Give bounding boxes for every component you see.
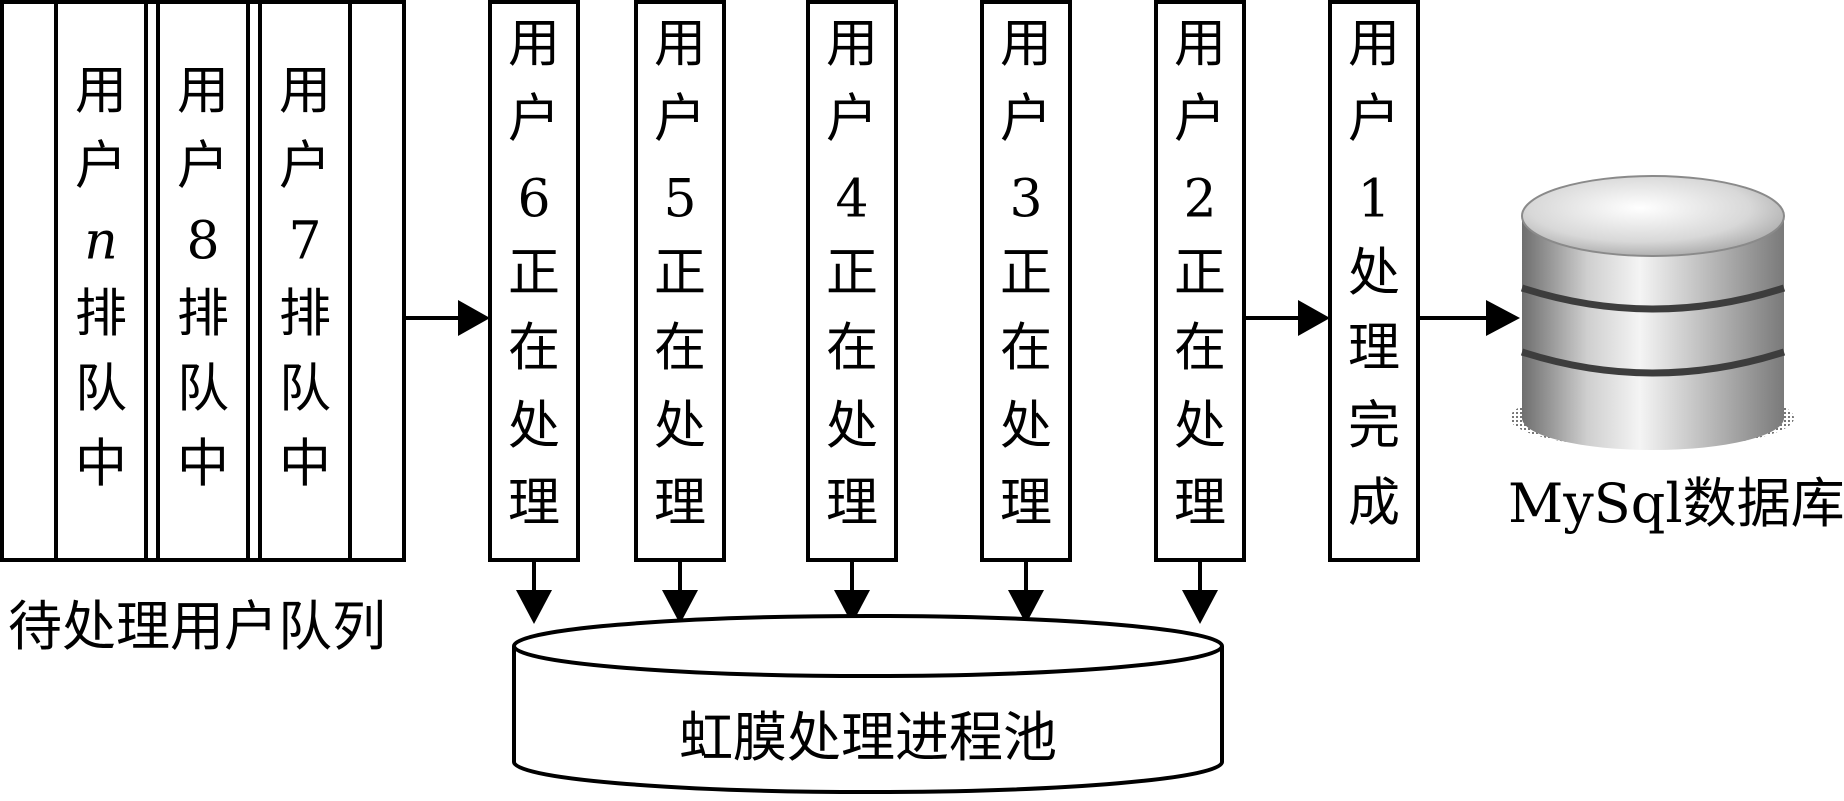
processing-user-3-char-6: 处 [1000, 397, 1052, 457]
processing-box-user-6: 用 户 6 正 在 处 理 [488, 0, 580, 562]
processing-user-3-char-4: 正 [1000, 244, 1052, 304]
queue-item-user-7-text: 用 户 7 排 队 中 [279, 62, 331, 495]
queue-item-user-7 [258, 0, 352, 562]
processing-box-user-4: 用 户 4 正 在 处 理 [806, 0, 898, 562]
process-pool: 虹膜处理进程池 [512, 614, 1224, 794]
queue-item-user-8 [156, 0, 250, 562]
queue-item-user-n-number: n [84, 212, 118, 272]
processing-user-6-char-6: 处 [508, 397, 560, 457]
done-user-1-char-2: 户 [1348, 90, 1400, 150]
queue-item-user-8-char-2: 户 [177, 137, 229, 197]
processing-user-4-number: 4 [835, 170, 868, 230]
processing-user-3-char-5: 在 [1000, 319, 1052, 379]
queue-item-user-7-char-6: 中 [279, 435, 331, 495]
processing-user-6-number: 6 [517, 170, 550, 230]
processing-user-6-char-2: 户 [508, 90, 560, 150]
processing-box-user-5: 用 户 5 正 在 处 理 [634, 0, 726, 562]
process-pool-label: 虹膜处理进程池 [679, 706, 1057, 769]
queue-item-user-7-char-1: 用 [279, 62, 331, 122]
queue-item-user-n-char-2: 户 [75, 137, 127, 197]
database-icon [1510, 175, 1794, 450]
processing-user-5-char-5: 在 [654, 319, 706, 379]
processing-user-5-number: 5 [663, 170, 696, 230]
done-user-1-char-1: 用 [1348, 15, 1400, 75]
processing-user-2-char-6: 处 [1174, 397, 1226, 457]
queue-item-user-8-text: 用 户 8 排 队 中 [177, 62, 229, 495]
queue-item-user-7-char-5: 队 [279, 360, 331, 420]
processing-user-3-char-2: 户 [1000, 90, 1052, 150]
processing-user-3-number: 3 [1009, 170, 1042, 230]
processing-user-4-char-1: 用 [826, 15, 878, 75]
queue-item-user-n-char-5: 队 [75, 360, 127, 420]
processing-user-5-char-6: 处 [654, 397, 706, 457]
processing-user-5-char-2: 户 [654, 90, 706, 150]
database-label: MySql数据库 [1508, 472, 1844, 535]
arrow-done-to-database [1418, 300, 1520, 336]
done-user-1-char-7: 成 [1348, 474, 1400, 534]
processing-user-2-char-1: 用 [1174, 15, 1226, 75]
processing-box-user-3: 用 户 3 正 在 处 理 [980, 0, 1072, 562]
queue-caption: 待处理用户队列 [8, 595, 386, 658]
queue-item-user-8-char-1: 用 [177, 62, 229, 122]
processing-user-5-char-7: 理 [654, 474, 706, 534]
done-user-1-number: 1 [1357, 170, 1390, 230]
processing-user-2-char-7: 理 [1174, 474, 1226, 534]
processing-user-4-char-2: 户 [826, 90, 878, 150]
queue-item-user-8-number: 8 [186, 212, 219, 272]
processing-user-4-char-4: 正 [826, 244, 878, 304]
arrow-processing-to-done [1244, 300, 1330, 336]
queue-item-user-8-char-6: 中 [177, 435, 229, 495]
arrow-queue-to-processing [404, 300, 490, 336]
processing-user-6-char-7: 理 [508, 474, 560, 534]
processing-user-3-char-7: 理 [1000, 474, 1052, 534]
processing-user-4-char-7: 理 [826, 474, 878, 534]
processing-user-6-char-4: 正 [508, 244, 560, 304]
done-user-1-char-4: 处 [1348, 244, 1400, 304]
queue-item-user-n-char-4: 排 [75, 285, 127, 345]
queue-item-user-n [54, 0, 148, 562]
queue-item-user-7-char-4: 排 [279, 285, 331, 345]
processing-user-5-char-1: 用 [654, 15, 706, 75]
processing-user-2-char-5: 在 [1174, 319, 1226, 379]
queue-item-user-7-char-2: 户 [279, 137, 331, 197]
done-box-user-1: 用 户 1 处 理 完 成 [1328, 0, 1420, 562]
done-user-1-char-6: 完 [1348, 397, 1400, 457]
processing-user-2-char-2: 户 [1174, 90, 1226, 150]
processing-user-2-number: 2 [1183, 170, 1216, 230]
processing-user-4-char-5: 在 [826, 319, 878, 379]
queue-item-user-n-text: 用 户 n 排 队 中 [75, 62, 127, 495]
arrows-processing-to-pool [516, 560, 1218, 624]
processing-user-2-char-4: 正 [1174, 244, 1226, 304]
processing-user-6-char-1: 用 [508, 15, 560, 75]
queue-item-user-n-char-6: 中 [75, 435, 127, 495]
processing-user-4-char-6: 处 [826, 397, 878, 457]
queue-item-user-8-char-5: 队 [177, 360, 229, 420]
waiting-queue: 用 户 n 排 队 中 用 户 8 排 队 中 用 户 7 排 队 中 待处理用… [0, 0, 406, 658]
queue-item-user-8-char-4: 排 [177, 285, 229, 345]
processing-user-3-char-1: 用 [1000, 15, 1052, 75]
queue-item-user-7-number: 7 [288, 212, 321, 272]
queue-item-user-n-char-1: 用 [75, 62, 127, 122]
processing-box-user-2: 用 户 2 正 在 处 理 [1154, 0, 1246, 562]
processing-user-5-char-4: 正 [654, 244, 706, 304]
done-user-1-char-5: 理 [1348, 319, 1400, 379]
processing-user-6-char-5: 在 [508, 319, 560, 379]
